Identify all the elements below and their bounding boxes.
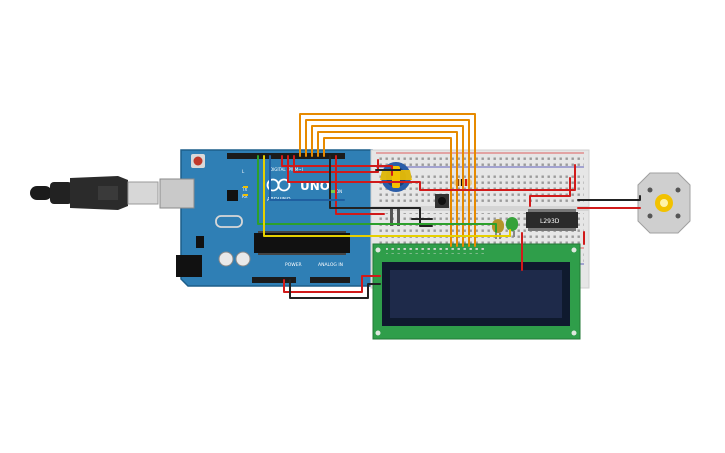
usb-cable[interactable] [30, 176, 159, 210]
usb-chip [227, 190, 238, 201]
motor-driver-chip: L293D [526, 209, 578, 231]
atmega-chip [254, 233, 350, 253]
digital-label: DIGITAL (PWM~) [270, 167, 304, 172]
digital-header [227, 153, 345, 159]
lcd-screen [390, 270, 562, 318]
power-header [252, 277, 296, 283]
capacitor [235, 251, 251, 267]
crystal [215, 215, 243, 228]
push-button[interactable] [435, 194, 449, 208]
analog-label: ANALOG IN [318, 262, 343, 268]
power-jack [176, 255, 202, 277]
lcd-16x2[interactable] [372, 243, 581, 340]
arduino-uno-board[interactable]: UNO ARDUINO DIGITAL (PWM~) POWER ANALOG … [159, 149, 373, 287]
l-label: L [242, 169, 245, 174]
rx-label: RX [242, 194, 248, 199]
ceramic-capacitor [390, 208, 400, 226]
tx-label: TX [241, 187, 247, 192]
analog-header [310, 277, 350, 283]
usb-port [159, 178, 195, 209]
on-label: ON [336, 189, 342, 194]
wires[interactable] [257, 113, 641, 299]
reset-button[interactable] [193, 156, 203, 166]
driver-chip-label: L293D [540, 218, 560, 225]
dc-motor[interactable] [637, 172, 691, 234]
power-label: POWER [285, 262, 302, 268]
capacitor [218, 251, 234, 267]
